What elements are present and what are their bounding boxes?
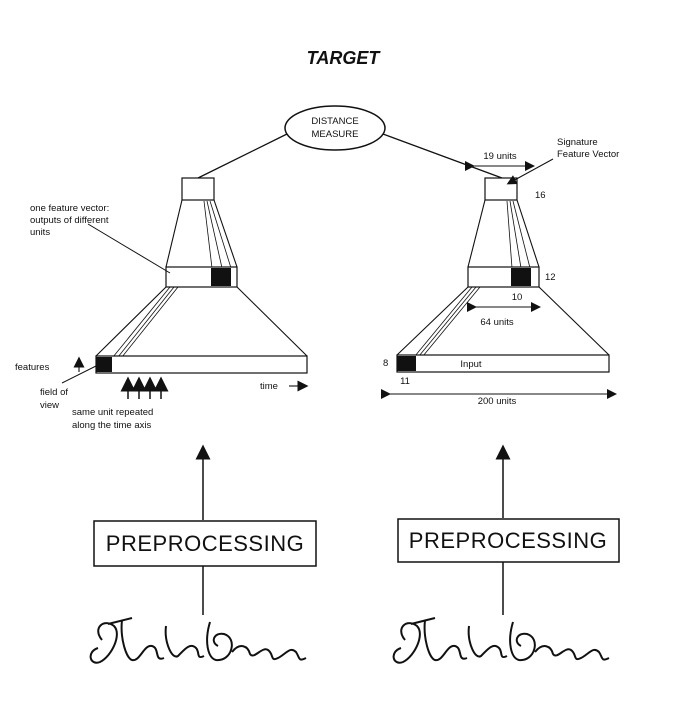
input-label: Input xyxy=(460,359,481,370)
left-input-receptive-field xyxy=(96,357,112,372)
right-network xyxy=(396,177,610,373)
one-feature-vector-pointer xyxy=(87,223,171,274)
field-of-view-label-1: field of xyxy=(40,387,68,398)
distance-measure-label-1: DISTANCE xyxy=(311,116,358,127)
target-title: TARGET xyxy=(307,48,382,68)
left-preprocessing-label: PREPROCESSING xyxy=(106,531,304,556)
right-middle-receptive-field xyxy=(511,268,531,286)
left-signature-image xyxy=(89,617,307,664)
units-200-label: 200 units xyxy=(478,396,517,407)
right-input-receptive-field xyxy=(397,356,416,371)
distance-measure-label-2: MEASURE xyxy=(312,129,359,140)
num-16-label: 16 xyxy=(535,190,546,201)
left-network xyxy=(95,177,308,374)
right-preprocessing-label: PREPROCESSING xyxy=(409,528,607,553)
num-8-label: 8 xyxy=(383,358,388,369)
same-unit-label-2: along the time axis xyxy=(72,420,151,431)
connector-left xyxy=(197,133,288,179)
left-preprocessing-box xyxy=(93,520,317,567)
units-64-label: 64 units xyxy=(480,317,514,328)
units-19-label: 19 units xyxy=(483,151,517,162)
field-of-view-label-2: view xyxy=(40,400,59,411)
signature-vector-pointer xyxy=(506,158,554,185)
one-feature-vector-label-3: units xyxy=(30,227,50,238)
right-preprocessing-box xyxy=(397,518,620,563)
left-input-layer xyxy=(95,355,308,374)
right-input-layer xyxy=(396,354,610,373)
same-unit-label-1: same unit repeated xyxy=(72,407,153,418)
one-feature-vector-label-2: outputs of different xyxy=(30,215,109,226)
num-12-label: 12 xyxy=(545,272,556,283)
signature-feature-vector-label-1: Signature xyxy=(557,137,598,148)
left-top-layer xyxy=(181,177,215,201)
right-signature-image xyxy=(392,617,610,664)
features-label: features xyxy=(15,362,50,373)
field-of-view-pointer xyxy=(61,365,97,384)
one-feature-vector-label-1: one feature vector: xyxy=(30,203,109,214)
left-middle-receptive-field xyxy=(211,268,231,286)
num-11-label: 11 xyxy=(400,376,410,387)
signature-feature-vector-label-2: Feature Vector xyxy=(557,149,619,160)
distance-measure-node xyxy=(284,105,386,151)
repeated-unit-arrows xyxy=(120,376,169,399)
num-10-label: 10 xyxy=(512,292,523,303)
time-label: time xyxy=(260,381,278,392)
